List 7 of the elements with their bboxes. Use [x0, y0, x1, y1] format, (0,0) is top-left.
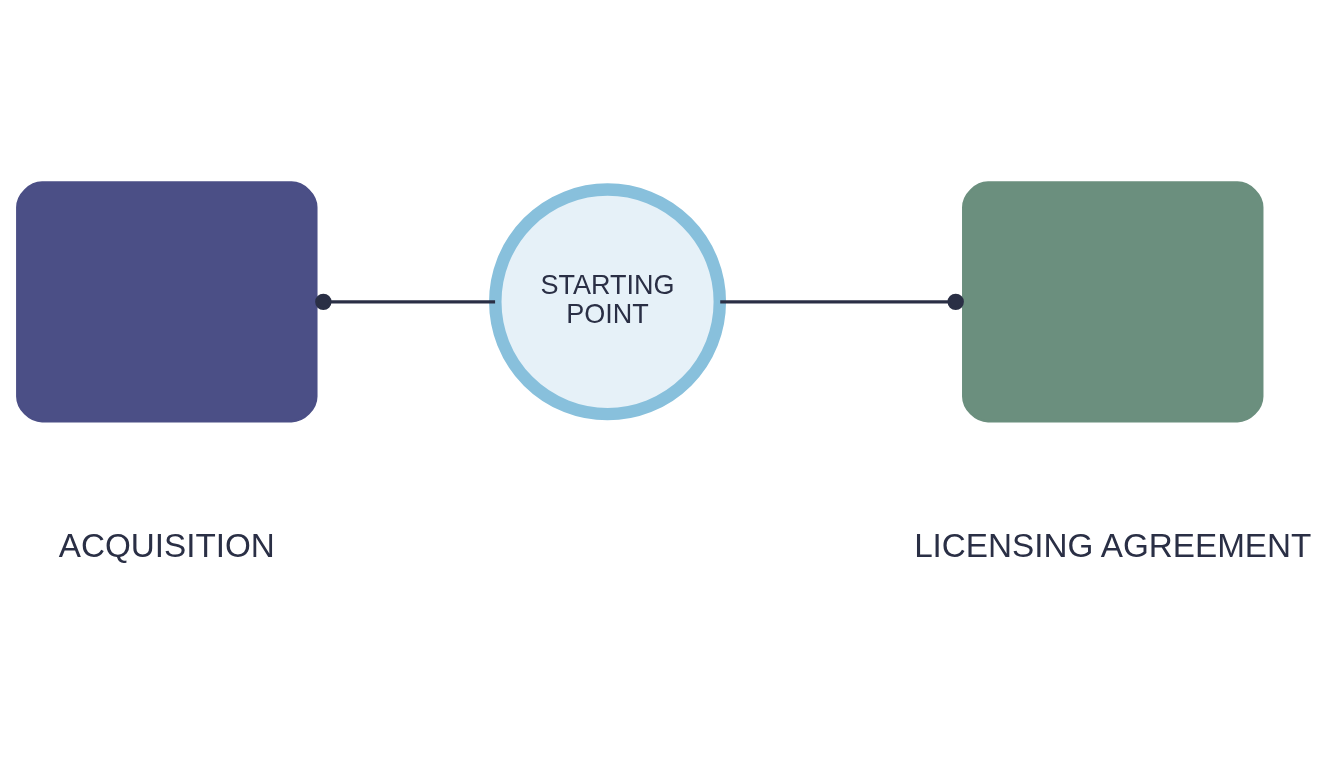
connector: [315, 293, 496, 310]
connector: [720, 293, 964, 310]
node-box: [16, 180, 318, 422]
node-box: [962, 180, 1264, 422]
node-label: ACQUISITION: [58, 526, 275, 564]
node-circle: STARTING POINT: [489, 182, 727, 420]
node-label: LICENSING AGREEMENT: [914, 526, 1312, 564]
